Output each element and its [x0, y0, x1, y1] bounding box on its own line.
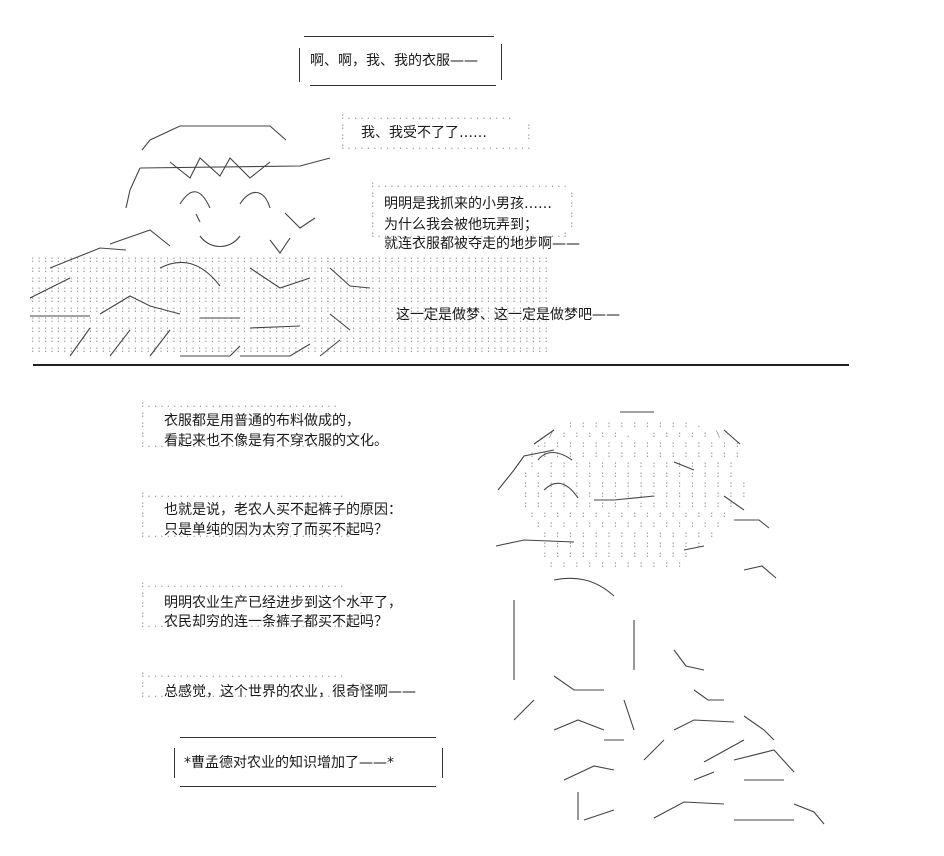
dot-shade: :.............................. : : : :.…: [140, 400, 339, 450]
line-captured-boy: 明明是我抓来的小男孩……: [384, 196, 552, 212]
crying-girl-ascii-art-icon: [30, 125, 371, 357]
line-cant-take: 我、我受不了了……: [361, 125, 487, 141]
dot-shade: :.............................. : : : : …: [370, 180, 576, 240]
speech-box-text: 啊、啊，我、我的衣服——: [310, 53, 478, 69]
status-box: *曹孟德对农业的知识增加了——*: [170, 734, 446, 790]
paragraph-4-line-1: 总感觉，这个世界的农业，很奇怪啊——: [164, 684, 416, 700]
dot-shade: :.......................... : : : : :...…: [340, 112, 533, 152]
paragraph-1-line-1: 衣服都是用普通的布料做成的，: [164, 413, 360, 429]
paragraph-2-line-2: 只是单纯的因为太穷了而买不起吗？: [164, 522, 388, 538]
status-box-text: *曹孟德对农业的知识增加了——*: [184, 755, 394, 771]
panel-divider: [33, 364, 849, 366]
dot-shade: ::::::::::::::::::::::::::::::::::::::::…: [30, 255, 550, 355]
paragraph-3-line-2: 农民却穷的连一条裤子都买不起吗？: [164, 614, 388, 630]
dot-shade: :............................... : : :..…: [140, 670, 365, 700]
line-toyed-with: 为什么我会被他玩弄到；: [384, 217, 538, 233]
line-clothes-taken: 就连衣服都被夺走的地步啊——: [384, 236, 580, 252]
paragraph-2-line-1: 也就是说，老农人买不起裤子的原因：: [164, 502, 402, 518]
paragraph-1-line-2: 看起来也不像是有不穿衣服的文化。: [164, 433, 388, 449]
boy-ascii-art-icon: [495, 411, 825, 825]
line-must-be-dream: 这一定是做梦、这一定是做梦吧——: [396, 307, 620, 323]
speech-box: 啊、啊，我、我的衣服——: [296, 30, 506, 90]
dot-shade: :............................... : : : :…: [140, 490, 365, 540]
dot-shade: :............................... : : : :…: [140, 580, 365, 630]
paragraph-3-line-1: 明明农业生产已经进步到这个水平了，: [164, 595, 402, 611]
